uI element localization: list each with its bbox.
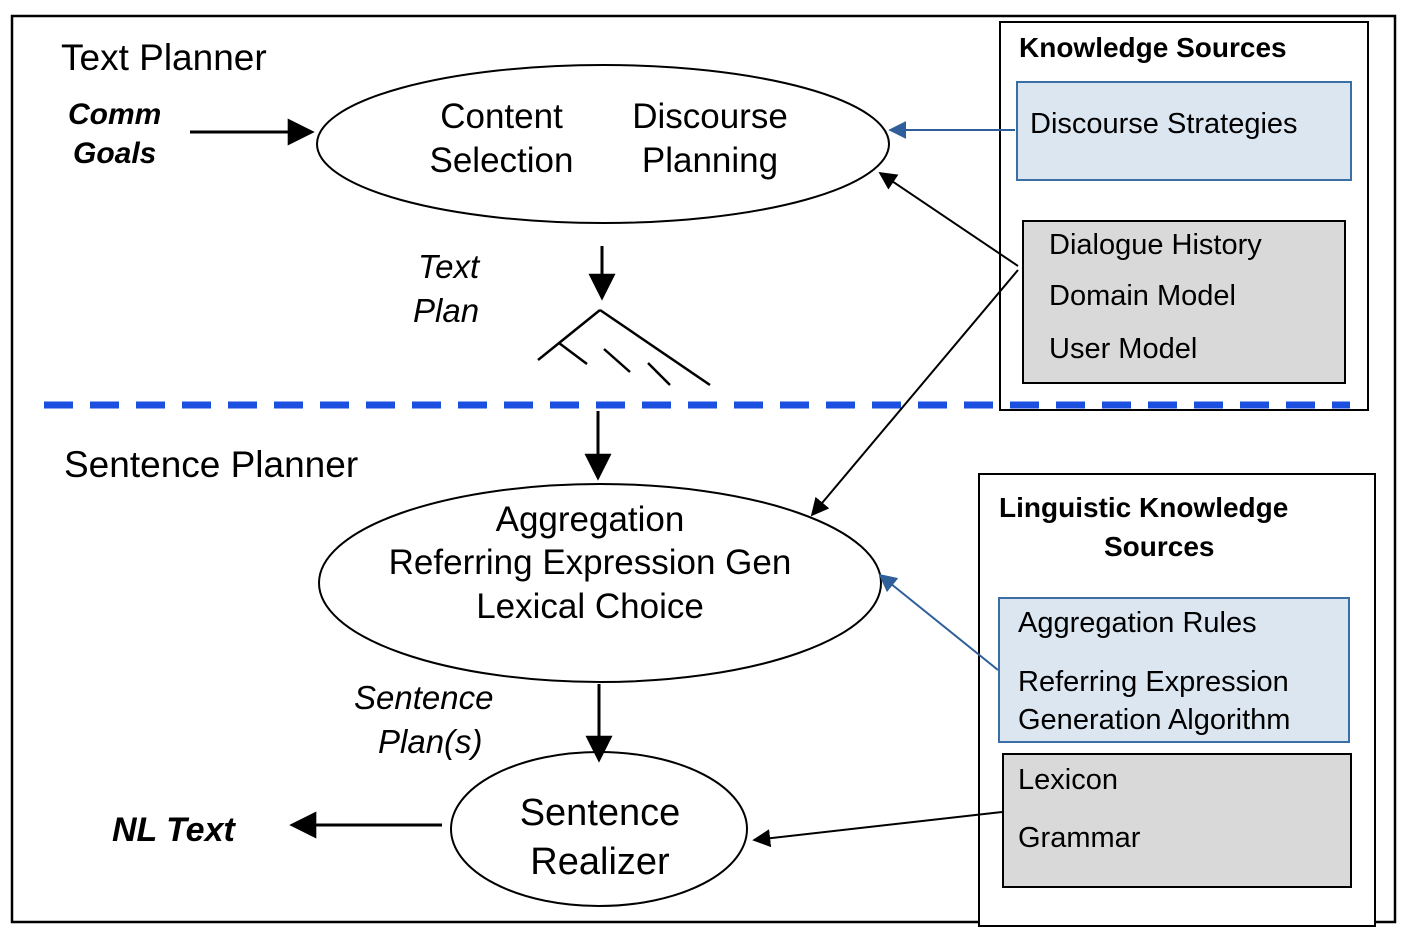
context-models-box [1022,220,1346,384]
rules-arrow [878,573,999,671]
context-to-sentence-planner-arrow [810,269,1019,517]
knowledge-sources-title: Knowledge Sources [1019,32,1287,63]
sentence-plan-label-line2: Plan(s) [378,723,483,760]
text-planner-ellipse [316,64,890,224]
lexicon-label: Lexicon [1018,764,1118,796]
linguistic-sources-title-line1: Linguistic Knowledge [999,492,1289,523]
text-plan-label-line2: Plan [413,292,480,329]
domain-model-label: Domain Model [1049,280,1236,312]
linguistic-rules-box [998,597,1350,743]
discourse-strategies-box [1016,81,1352,181]
context-to-text-planner-arrow [878,171,1019,267]
grammar-label: Grammar [1018,822,1141,854]
lexical-choice-label: Lexical Choice [476,587,704,626]
linguistic-sources-title-line2: Sources [1104,531,1215,562]
text-plan-tree-icon [537,308,711,387]
text-plan-label-line1: Text [418,248,480,285]
outer-frame [10,14,1397,924]
discourse-planning-line1: Discourse [632,97,788,136]
lexicon-grammar-box [1002,753,1352,888]
user-model-label: User Model [1049,333,1198,365]
aggregation-label: Aggregation [495,500,685,539]
generation-algorithm-label: Generation Algorithm [1018,704,1291,736]
content-selection-line1: Content [440,97,563,136]
realizer-line2: Realizer [530,841,670,883]
sentence-planner-title: Sentence Planner [64,444,359,485]
discourse-planning-line2: Planning [641,141,779,180]
comm-goals-label-line1: Comm [68,98,162,131]
comm-goals-label-line2: Goals [73,137,157,170]
aggregation-rules-label: Aggregation Rules [1018,607,1257,639]
content-selection-line2: Selection [429,141,574,180]
discourse-strategies-label: Discourse Strategies [1030,108,1298,140]
referring-expression-label-ks: Referring Expression [1018,666,1289,698]
realizer-line1: Sentence [519,792,681,834]
nl-text-label: NL Text [112,811,235,849]
sentence-plan-label-line1: Sentence [354,679,494,716]
text-planner-title: Text Planner [61,37,267,78]
dialogue-history-label: Dialogue History [1049,229,1262,261]
referring-expression-label: Referring Expression Gen [388,543,792,582]
lexicon-arrow [752,811,1003,848]
